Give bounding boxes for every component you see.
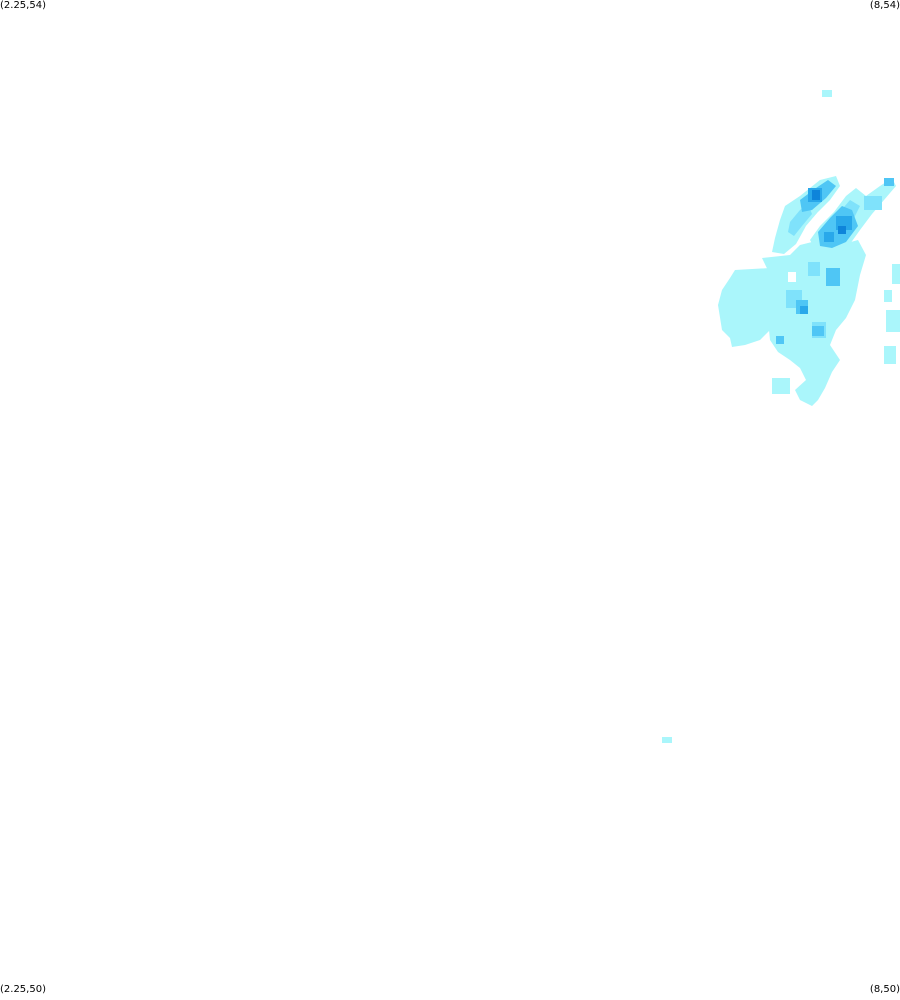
corner-label-bottom-left: (2.25,50) bbox=[0, 984, 46, 995]
corner-label-top-right: (8,54) bbox=[869, 0, 900, 11]
corner-label-bottom-right: (8,50) bbox=[869, 984, 900, 995]
precip-level-1 bbox=[662, 90, 900, 743]
precip-level-5 bbox=[812, 190, 846, 234]
corner-label-top-left: (2.25,54) bbox=[0, 0, 46, 11]
precip-gaps bbox=[788, 206, 828, 282]
